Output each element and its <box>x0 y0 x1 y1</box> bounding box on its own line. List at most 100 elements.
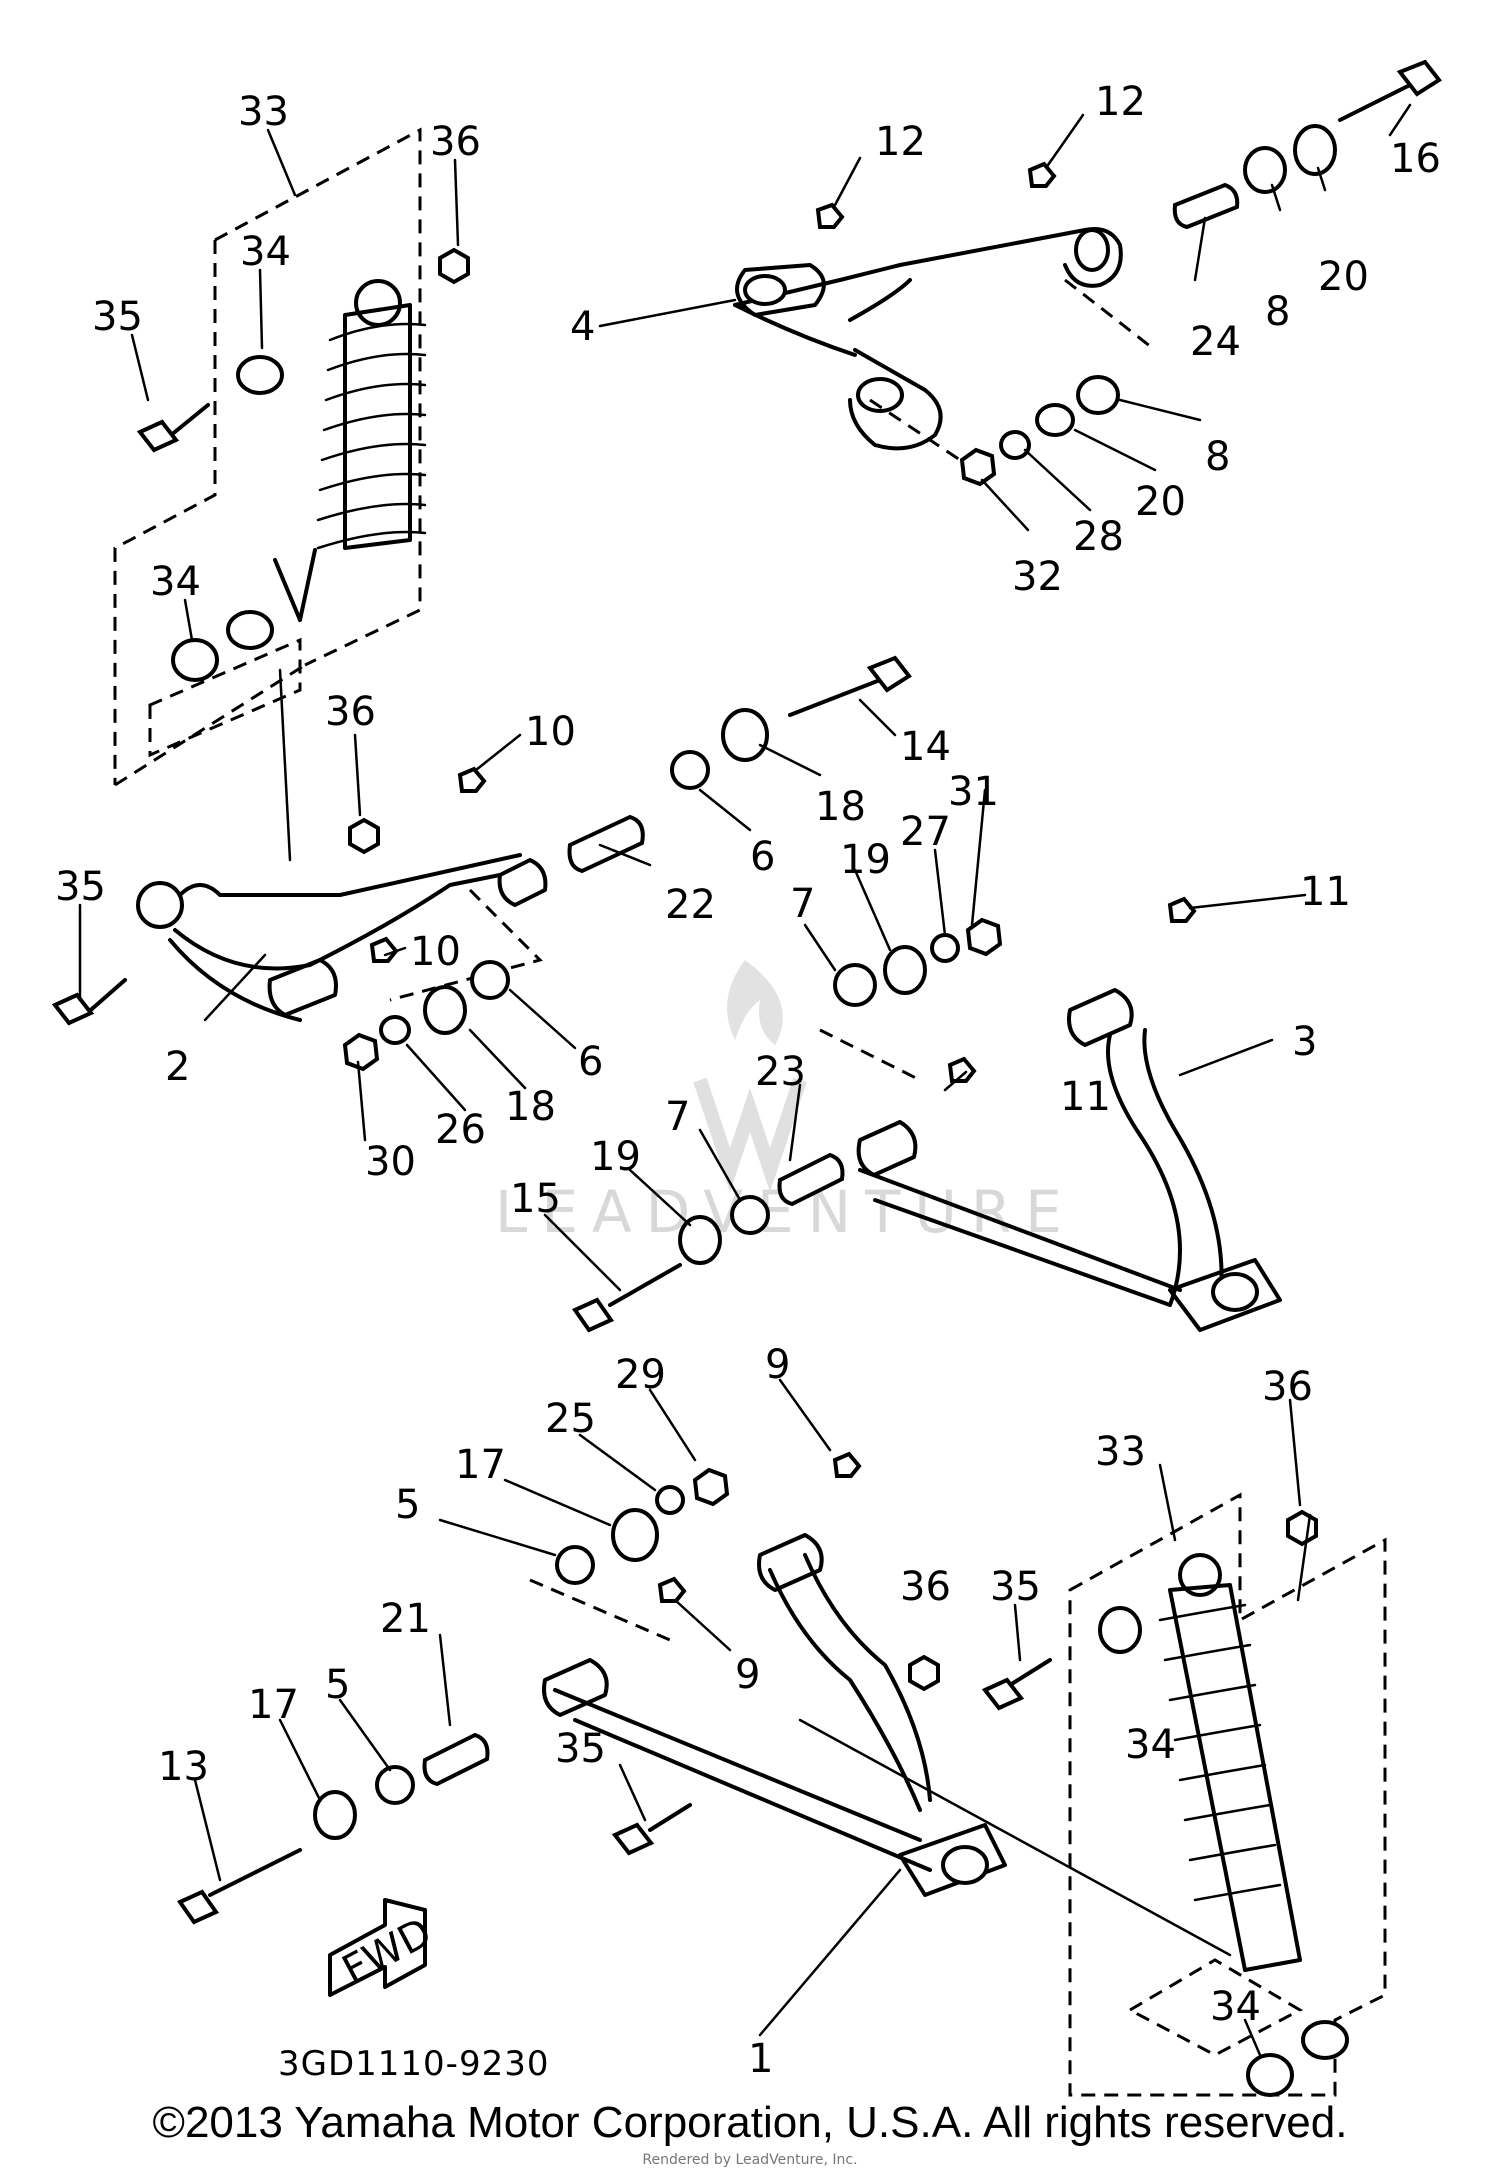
arm-1-guide-lines <box>529 1578 671 1642</box>
bushing-34-top-left <box>236 355 284 395</box>
shock-body <box>343 303 412 550</box>
nut-36-right <box>1286 1509 1318 1547</box>
arm-2-body <box>168 853 522 1022</box>
fwd-arrow: FWD <box>328 1898 439 1997</box>
bushing-5-upper <box>555 1545 595 1585</box>
nut-36-bottom-center <box>908 1654 940 1692</box>
arm-3-guide-lines <box>819 1028 921 1082</box>
grease-nipple-12-left <box>815 202 845 229</box>
callout-34-bottom-right: 34 <box>1210 1984 1261 2030</box>
callout-36-bottom-center: 36 <box>900 1564 951 1610</box>
callout-20-bottom: 20 <box>1135 479 1186 525</box>
nut-32 <box>959 447 997 487</box>
bushing-5-lower <box>375 1765 415 1805</box>
group-33-bracket-right <box>1068 1492 1387 2097</box>
bolt-35-head-right <box>981 1677 1025 1711</box>
bolt-14-shaft <box>788 678 882 717</box>
callout-36-top: 36 <box>430 119 481 165</box>
arm-2-guide-lines <box>389 888 543 1002</box>
lower-arm-1-group <box>176 1451 1232 1957</box>
fwd-arrow-label: FWD <box>335 1909 439 1993</box>
arm-2-front-bushing <box>267 958 338 1017</box>
washer-19-upper <box>883 945 927 995</box>
arm-1-rear-bushing <box>757 1533 824 1592</box>
bolt-13-head <box>176 1889 220 1925</box>
upper-arm-4-body <box>733 228 1087 357</box>
callout-19-top: 19 <box>840 837 891 883</box>
callout-1: 1 <box>748 2036 773 2082</box>
callout-8-bottom: 8 <box>1205 434 1230 480</box>
upper-arm-4-socket <box>743 274 787 306</box>
callout-35-right: 35 <box>990 1564 1041 1610</box>
callout-10-bottom: 10 <box>410 929 461 975</box>
bolt-35-head-top-left <box>136 419 180 453</box>
arm-1-ball-joint <box>941 1845 989 1885</box>
callout-9-top: 9 <box>765 1342 790 1388</box>
callout-28: 28 <box>1073 514 1124 560</box>
callout-15: 15 <box>510 1176 561 1222</box>
bushing-6-lower <box>470 960 510 1000</box>
shock-bottom-eye <box>226 610 274 650</box>
washer-25 <box>655 1485 685 1515</box>
callout-18-bottom: 18 <box>505 1084 556 1130</box>
callout-11-top: 11 <box>1300 869 1351 915</box>
bushing-8-lower <box>1076 375 1120 415</box>
callout-17-bottom: 17 <box>248 1682 299 1728</box>
callout-5-bottom: 5 <box>325 1662 350 1708</box>
callout-7-bottom: 7 <box>665 1094 690 1140</box>
arm-1-front-bushing <box>542 1658 609 1717</box>
arm-3-rear-bushing <box>1067 988 1134 1047</box>
callout-3: 3 <box>1292 1019 1317 1065</box>
callout-22: 22 <box>665 882 716 928</box>
leader-line-set <box>78 103 1412 2057</box>
nut-31 <box>965 917 1003 957</box>
bolt-16-shaft <box>1338 83 1412 122</box>
callout-27: 27 <box>900 809 951 855</box>
callout-19-bottom: 19 <box>590 1134 641 1180</box>
bolt-14-head <box>866 655 912 693</box>
lower-arm-2-group <box>51 655 912 1072</box>
callout-21: 21 <box>380 1596 431 1642</box>
callout-7-top: 7 <box>790 881 815 927</box>
callout-10-top: 10 <box>525 709 576 755</box>
collar-21 <box>422 1732 490 1787</box>
group-34-bracket-left <box>148 637 302 758</box>
callout-5-top: 5 <box>395 1482 420 1528</box>
washer-18-lower <box>423 985 467 1035</box>
shock-absorber-group-right <box>981 1492 1387 2097</box>
arm-3-body <box>858 1028 1224 1307</box>
shock-spring-right <box>1158 1603 1282 1902</box>
shock-link-line <box>278 668 292 862</box>
shock-body-right <box>1168 1583 1302 1972</box>
bushing-7-lower <box>730 1195 770 1235</box>
washer-26 <box>379 1015 411 1045</box>
collar-23 <box>777 1152 845 1207</box>
collar-24 <box>1172 182 1240 230</box>
washer-27 <box>930 933 960 963</box>
shock-absorber-group-left <box>113 127 470 862</box>
callout-31: 31 <box>948 769 999 815</box>
arm-1-shock-link-line <box>798 1718 1232 1957</box>
arm-2-ball-joint <box>136 881 184 929</box>
shock-bottom-eye-right <box>1301 2020 1349 2060</box>
washer-18-upper <box>721 708 769 762</box>
nut-36-top-left <box>438 247 470 285</box>
callout-34-mid: 34 <box>150 559 201 605</box>
callout-13: 13 <box>158 1744 209 1790</box>
callout-24: 24 <box>1190 319 1241 365</box>
shock-spring <box>316 322 427 550</box>
group-34-bracket-right <box>1126 1958 1304 2057</box>
callout-33-top: 33 <box>238 89 289 135</box>
arm-3-front-bushing <box>856 1120 918 1177</box>
callout-6-top: 6 <box>750 834 775 880</box>
part-callouts: 33 36 34 35 34 12 12 16 4 20 8 24 8 20 2… <box>55 79 1441 2082</box>
grease-nipple-11-upper <box>1167 896 1197 923</box>
upper-arm-4-front-eye <box>856 377 904 413</box>
collar-22 <box>567 814 645 874</box>
callout-17-top: 17 <box>455 1442 506 1488</box>
bolt-35-shaft-right <box>1008 1658 1052 1687</box>
grease-nipple-9-lower <box>657 1576 687 1603</box>
shock-rod <box>273 548 317 622</box>
grease-nipple-11-lower <box>947 1056 977 1083</box>
arm-3-ball-plate <box>1168 1258 1282 1332</box>
